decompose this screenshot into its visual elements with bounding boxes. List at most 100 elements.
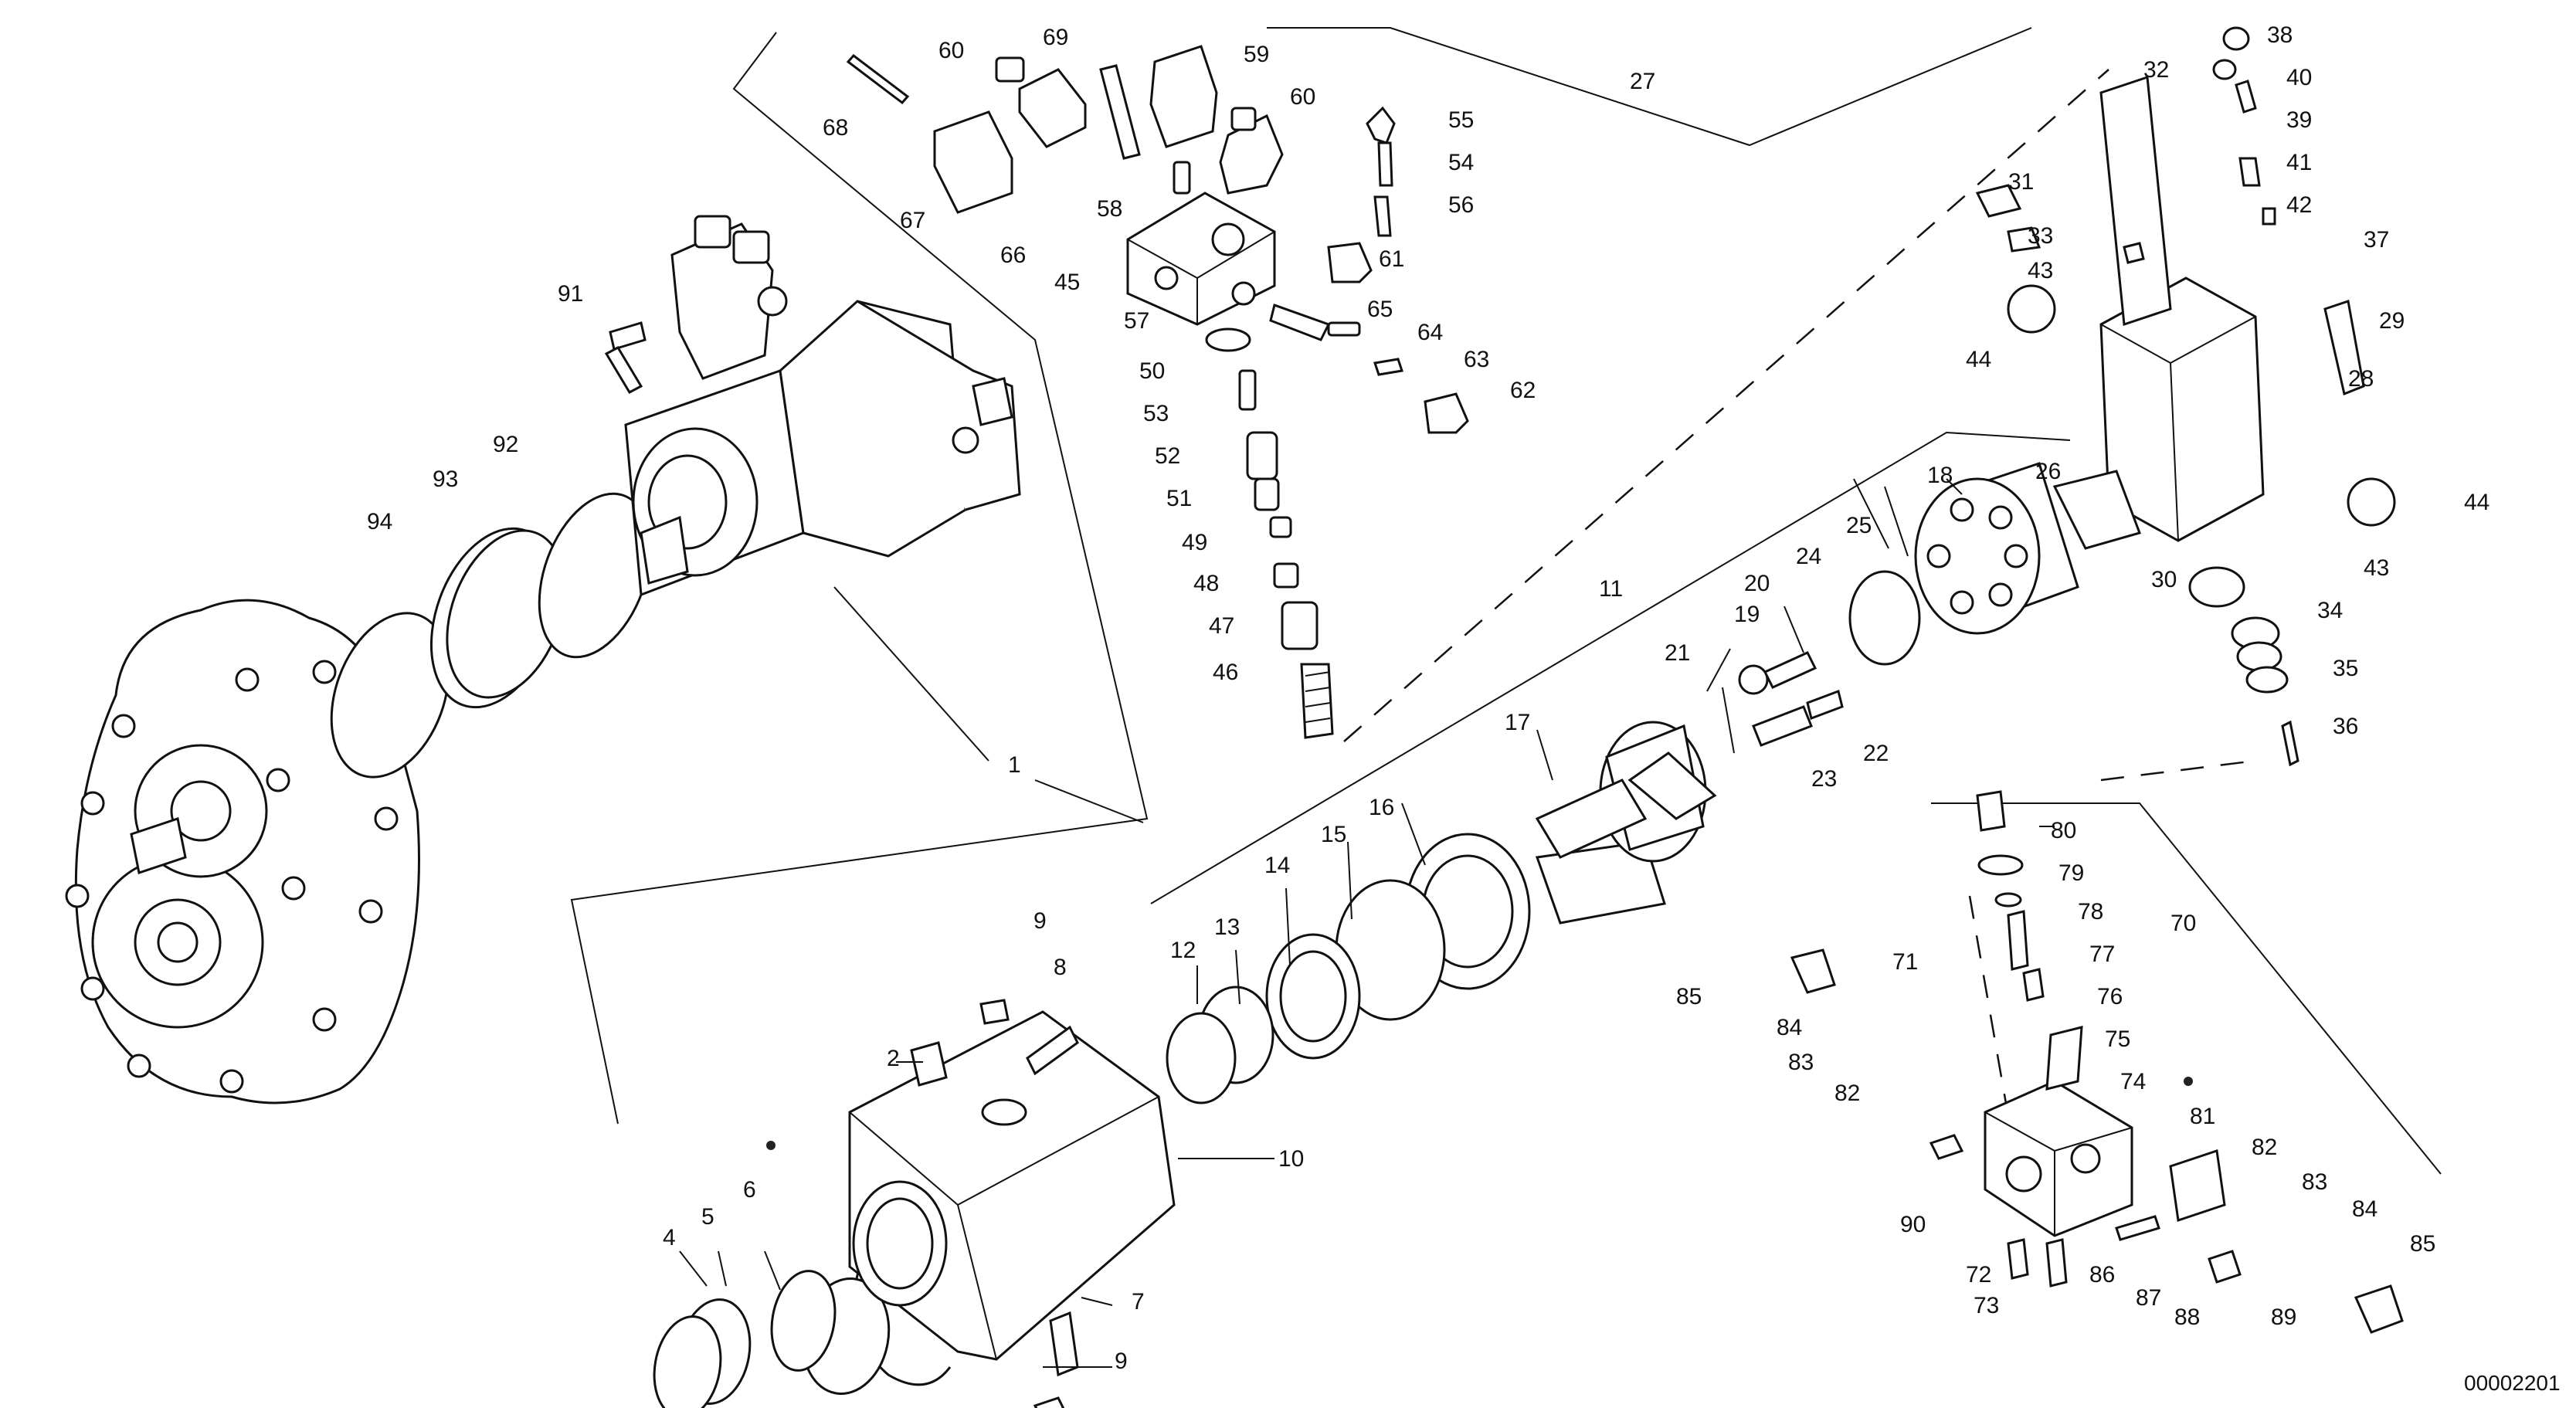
label-57: 57: [1124, 308, 1149, 334]
label-30: 30: [2151, 567, 2177, 592]
label-93: 93: [433, 467, 458, 492]
group-dash-line-1: [1343, 69, 2109, 742]
reference-dots: [766, 1077, 2193, 1150]
label-44-left: 44: [1966, 347, 1991, 372]
label-24: 24: [1796, 544, 1821, 569]
solenoid-components: [846, 45, 1284, 214]
label-56: 56: [1448, 192, 1474, 218]
label-7: 7: [1132, 1289, 1145, 1315]
label-40: 40: [2286, 65, 2312, 90]
label-20: 20: [1744, 571, 1770, 596]
label-84-left: 84: [1777, 1015, 1802, 1040]
label-69: 69: [1043, 25, 1068, 50]
label-18: 18: [1927, 463, 1953, 488]
label-54: 54: [1448, 150, 1474, 175]
label-44-right: 44: [2464, 490, 2489, 515]
label-55: 55: [1448, 107, 1474, 133]
label-25: 25: [1846, 513, 1872, 538]
valve-assembly-70: [1790, 790, 2404, 1334]
label-60-left: 60: [938, 38, 964, 63]
label-89: 89: [2271, 1305, 2296, 1330]
label-53: 53: [1143, 401, 1169, 426]
label-75: 75: [2105, 1026, 2130, 1052]
label-90: 90: [1900, 1212, 1926, 1237]
shaft-17: [1535, 751, 1717, 859]
label-36: 36: [2333, 714, 2358, 739]
label-85-left: 85: [1676, 984, 1702, 1009]
label-37: 37: [2364, 227, 2389, 253]
label-61: 61: [1379, 246, 1404, 272]
label-48: 48: [1193, 571, 1219, 596]
label-63: 63: [1464, 347, 1489, 372]
label-46: 46: [1213, 660, 1238, 685]
label-66: 66: [1000, 243, 1026, 268]
label-42: 42: [2286, 192, 2312, 218]
leader-lines: [679, 478, 2055, 1368]
label-6: 6: [743, 1177, 756, 1203]
label-28: 28: [2348, 366, 2374, 392]
label-60-right: 60: [1290, 84, 1315, 110]
label-34: 34: [2317, 598, 2343, 623]
part-labels: 1 2 4 5 6 7 8 9 9 10 11 12 13 14 15 16 1…: [367, 22, 2489, 1374]
label-27: 27: [1630, 69, 1655, 94]
label-85-right: 85: [2410, 1231, 2435, 1257]
label-16: 16: [1369, 795, 1394, 820]
label-51: 51: [1166, 486, 1192, 511]
label-79: 79: [2058, 860, 2084, 886]
label-39: 39: [2286, 107, 2312, 133]
label-72: 72: [1966, 1262, 1991, 1288]
label-86: 86: [2089, 1262, 2115, 1288]
label-76: 76: [2097, 984, 2123, 1009]
label-78: 78: [2078, 899, 2103, 925]
label-50: 50: [1139, 358, 1165, 384]
label-91: 91: [558, 281, 583, 307]
label-32: 32: [2143, 57, 2169, 83]
label-9-top: 9: [1033, 908, 1047, 934]
label-43-bottom: 43: [2364, 555, 2389, 581]
label-62: 62: [1510, 378, 1536, 403]
group-1-frame: [570, 32, 1149, 1125]
label-74: 74: [2120, 1069, 2146, 1094]
label-83-right: 83: [2302, 1169, 2327, 1195]
pump-housing-10: [848, 999, 1176, 1408]
label-83-left: 83: [1788, 1050, 1814, 1075]
group-11-frame: [1150, 431, 2071, 904]
label-49: 49: [1182, 530, 1207, 555]
label-68: 68: [823, 115, 848, 141]
hydraulic-motor-1: [624, 215, 1021, 597]
group-dash-line-2: [2100, 759, 2256, 782]
label-19: 19: [1734, 602, 1760, 627]
label-58: 58: [1097, 196, 1122, 222]
label-31: 31: [2008, 169, 2034, 195]
label-21: 21: [1665, 640, 1690, 666]
label-1: 1: [1008, 752, 1021, 778]
label-70: 70: [2170, 911, 2196, 936]
label-87: 87: [2136, 1285, 2161, 1311]
label-14: 14: [1264, 853, 1290, 878]
label-35: 35: [2333, 656, 2358, 681]
label-88: 88: [2174, 1305, 2200, 1330]
pistons-19-24: [1738, 570, 1921, 747]
label-17: 17: [1505, 710, 1530, 735]
label-8: 8: [1054, 955, 1067, 980]
label-47: 47: [1209, 613, 1234, 639]
label-23: 23: [1811, 766, 1837, 792]
label-82-right: 82: [2252, 1135, 2277, 1160]
label-5: 5: [701, 1204, 714, 1230]
label-92: 92: [493, 432, 518, 457]
drawing-reference-number: 00002201: [2464, 1371, 2561, 1395]
label-80: 80: [2051, 818, 2076, 843]
label-29: 29: [2379, 308, 2405, 334]
label-77: 77: [2089, 941, 2115, 967]
label-10: 10: [1278, 1146, 1304, 1172]
valve-block-45: [1126, 192, 1276, 326]
label-22: 22: [1863, 741, 1889, 766]
label-43-top: 43: [2028, 258, 2053, 283]
screw-91: [604, 321, 647, 394]
label-67: 67: [900, 208, 925, 233]
label-33: 33: [2028, 223, 2053, 249]
label-73: 73: [1974, 1293, 1999, 1318]
label-52: 52: [1155, 443, 1180, 469]
label-9-bottom: 9: [1115, 1349, 1128, 1374]
